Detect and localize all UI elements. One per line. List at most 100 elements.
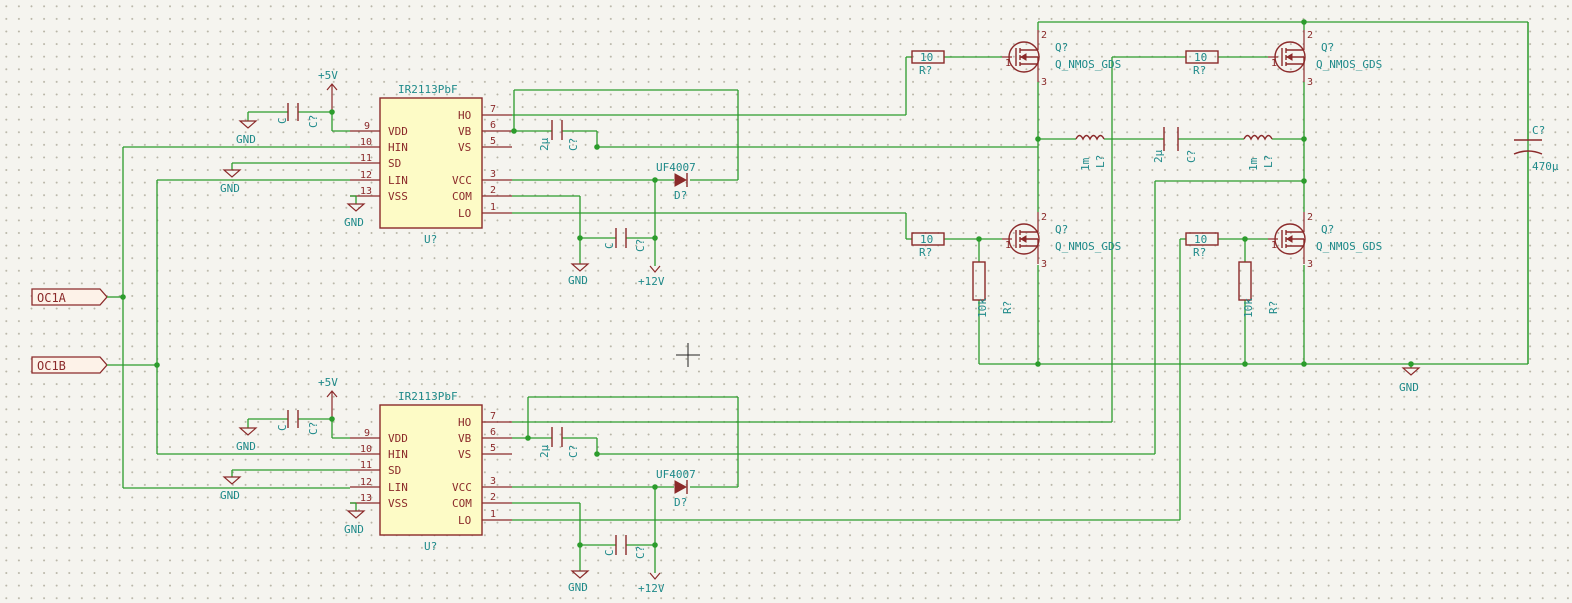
- svg-text:10: 10: [920, 51, 933, 64]
- vcc-decoupling-capacitor[interactable]: C C?: [603, 228, 647, 252]
- power-5v-symbol[interactable]: +5V: [318, 376, 338, 419]
- bootstrap-diode[interactable]: UF4007 D?: [656, 161, 696, 202]
- svg-text:2: 2: [1041, 30, 1047, 41]
- svg-text:10k: 10k: [1242, 298, 1255, 318]
- svg-text:GND: GND: [344, 216, 364, 229]
- pin-number: 11: [360, 460, 372, 471]
- svg-text:Q?: Q?: [1055, 41, 1068, 54]
- bootstrap-capacitor[interactable]: 2μ C?: [538, 427, 580, 458]
- ic-left-pins: 9 10 11 12 13 VDD HIN SD LIN VSS: [350, 121, 408, 203]
- ground-symbol[interactable]: GND: [568, 263, 590, 287]
- svg-text:R?: R?: [1267, 301, 1280, 314]
- mosfet-q3[interactable]: 1 2 3 Q? Q_NMOS_GDS: [1002, 212, 1121, 270]
- pin-number: 7: [490, 104, 496, 115]
- ic-body: [379, 97, 483, 229]
- svg-text:GND: GND: [220, 489, 240, 502]
- svg-text:C: C: [603, 242, 616, 249]
- pin-number: 3: [490, 169, 496, 180]
- pin-name: VCC: [452, 481, 472, 494]
- decoupling-capacitor[interactable]: C C?: [276, 103, 320, 128]
- svg-text:C?: C?: [1185, 150, 1198, 163]
- pin-name: VDD: [388, 125, 408, 138]
- svg-text:R?: R?: [1193, 64, 1206, 77]
- ground-symbol[interactable]: GND: [236, 427, 258, 453]
- pin-number: 10: [360, 137, 372, 148]
- bootstrap-diode[interactable]: UF4007 D?: [656, 468, 696, 509]
- pin-number: 3: [490, 476, 496, 487]
- svg-text:Q_NMOS_GDS: Q_NMOS_GDS: [1316, 240, 1382, 253]
- svg-text:L?: L?: [1094, 155, 1107, 168]
- ground-symbol[interactable]: GND: [1399, 367, 1421, 394]
- svg-text:C?: C?: [1532, 124, 1545, 137]
- svg-text:3: 3: [1307, 259, 1313, 270]
- pin-number: 9: [364, 121, 370, 132]
- power-12v-symbol[interactable]: +12V: [638, 572, 665, 595]
- svg-text:2: 2: [1041, 212, 1047, 223]
- pin-name: COM: [452, 497, 472, 510]
- svg-text:UF4007: UF4007: [656, 468, 696, 481]
- svg-text:C?: C?: [307, 422, 320, 435]
- pin-name: HIN: [388, 141, 408, 154]
- svg-text:C?: C?: [634, 239, 647, 252]
- ground-symbol[interactable]: GND: [344, 510, 366, 536]
- gate-resistor-q2[interactable]: 10 R?: [1185, 50, 1219, 77]
- svg-text:C?: C?: [567, 138, 580, 151]
- power-5v-symbol[interactable]: +5V: [318, 69, 338, 112]
- mosfet-q1[interactable]: 1 2 3 Q? Q_NMOS_GDS: [1002, 30, 1121, 88]
- gate-resistor-q1[interactable]: 10 R?: [911, 50, 945, 77]
- ground-symbol[interactable]: GND: [236, 120, 258, 146]
- pin-name: COM: [452, 190, 472, 203]
- svg-text:Q_NMOS_GDS: Q_NMOS_GDS: [1316, 58, 1382, 71]
- svg-text:R?: R?: [1193, 246, 1206, 259]
- ground-symbol[interactable]: GND: [220, 476, 242, 502]
- driver-support-bottom: +5V C C? GND GND GND: [220, 376, 739, 595]
- pin-number: 13: [360, 493, 372, 504]
- svg-text:+12V: +12V: [638, 275, 665, 288]
- mosfet-q2[interactable]: 1 2 3 Q? Q_NMOS_GDS: [1268, 30, 1382, 88]
- svg-text:Q_NMOS_GDS: Q_NMOS_GDS: [1055, 240, 1121, 253]
- pin-number: 5: [490, 136, 496, 147]
- gate-resistor-q3[interactable]: 10 R?: [911, 232, 945, 259]
- power-12v-symbol[interactable]: +12V: [638, 265, 665, 288]
- svg-text:Q?: Q?: [1321, 223, 1334, 236]
- svg-text:470μ: 470μ: [1532, 160, 1559, 173]
- pulldown-resistor-q3[interactable]: 10k R?: [972, 261, 1014, 318]
- svg-text:OC1B: OC1B: [37, 359, 66, 373]
- svg-text:D?: D?: [674, 189, 687, 202]
- pin-number: 12: [360, 477, 372, 488]
- pin-name: HO: [458, 109, 471, 122]
- driver-ic-top[interactable]: IR2113PbF U? 9 10 11 12 13 VDD HIN SD LI…: [350, 83, 512, 246]
- driver-ic-bottom[interactable]: IR2113PbF U? 9 10 11 12 13 VDD HIN SD LI…: [350, 390, 512, 553]
- decoupling-capacitor[interactable]: C C?: [276, 410, 320, 435]
- input-label-oc1b[interactable]: OC1B: [31, 356, 108, 374]
- resonant-capacitor[interactable]: 2μ C?: [1152, 127, 1198, 163]
- svg-text:1: 1: [1271, 58, 1277, 69]
- input-label-oc1a[interactable]: OC1A: [31, 288, 108, 306]
- ground-symbol[interactable]: GND: [568, 570, 590, 594]
- svg-text:3: 3: [1307, 77, 1313, 88]
- pin-name: SD: [388, 464, 401, 477]
- pin-name: HIN: [388, 448, 408, 461]
- vcc-decoupling-capacitor[interactable]: C C?: [603, 535, 647, 559]
- ground-symbol[interactable]: GND: [220, 169, 242, 195]
- svg-text:+5V: +5V: [318, 69, 338, 82]
- pin-name: LIN: [388, 174, 408, 187]
- bootstrap-capacitor[interactable]: 2μ C?: [538, 120, 580, 151]
- pin-number: 6: [490, 120, 496, 131]
- mosfet-q4[interactable]: 1 2 3 Q? Q_NMOS_GDS: [1268, 212, 1382, 270]
- ground-symbol[interactable]: GND: [344, 203, 366, 229]
- resonant-inductor-left[interactable]: 1m L?: [1075, 134, 1107, 172]
- svg-text:GND: GND: [236, 440, 256, 453]
- svg-text:10: 10: [1194, 51, 1207, 64]
- svg-text:R?: R?: [1001, 301, 1014, 314]
- resonant-inductor-right[interactable]: 1m L?: [1243, 134, 1275, 172]
- pin-name: VDD: [388, 432, 408, 445]
- gate-resistor-q4[interactable]: 10 R?: [1185, 232, 1219, 259]
- svg-text:+12V: +12V: [638, 582, 665, 595]
- crosshair-cursor: [676, 343, 700, 367]
- pulldown-resistor-q4[interactable]: 10k R?: [1238, 261, 1280, 318]
- bulk-capacitor[interactable]: C? 470μ: [1513, 124, 1559, 364]
- pin-name: VSS: [388, 190, 408, 203]
- svg-text:10: 10: [920, 233, 933, 246]
